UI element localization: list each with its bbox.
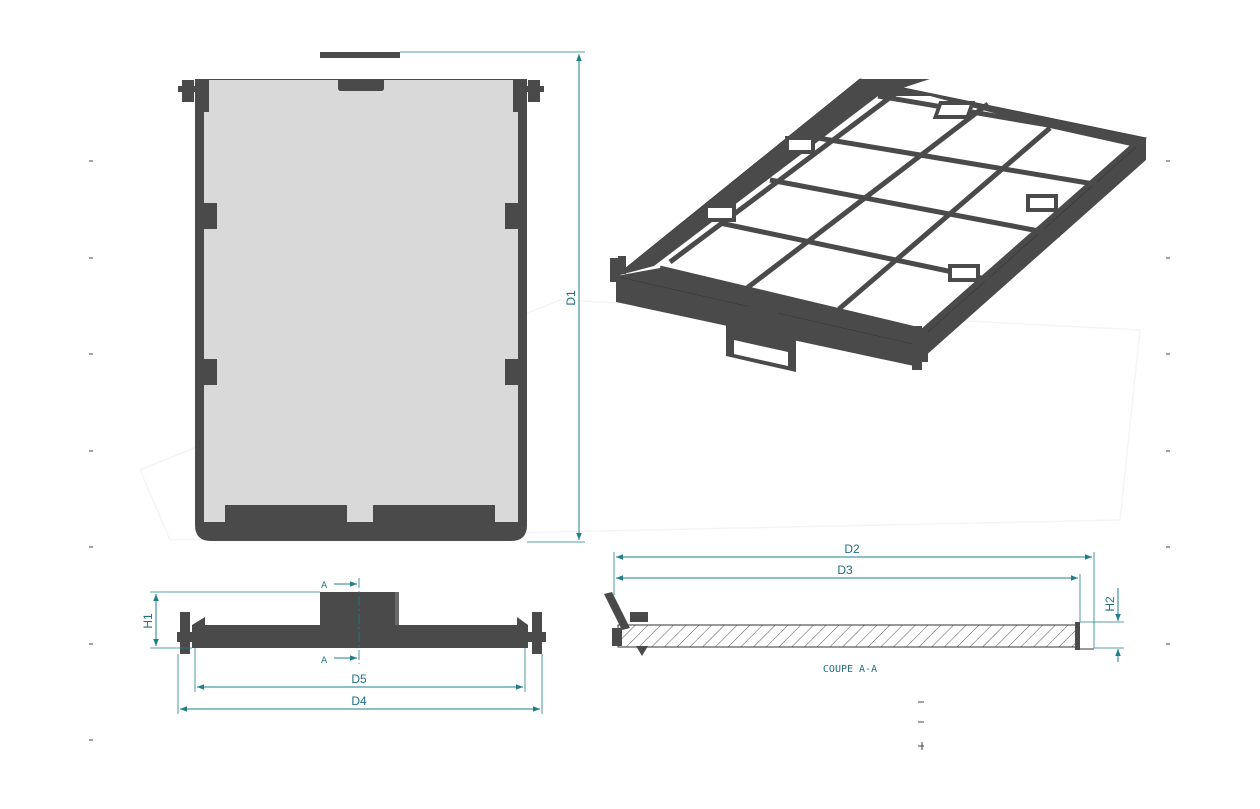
border-ticks	[89, 160, 1170, 741]
small-marks	[918, 701, 924, 750]
dimension-d2: D2	[613, 542, 1095, 648]
top-view-panel	[204, 80, 518, 522]
iso-clip-tabs	[704, 101, 1058, 282]
hinge-clip-right	[513, 79, 544, 112]
d2-label: D2	[844, 542, 860, 556]
iso-handle	[726, 302, 796, 372]
section-view: COUPE A-A	[604, 592, 1094, 675]
iso-hinge-left	[610, 256, 626, 282]
hinge-clip-left	[178, 79, 209, 112]
iso-front-face	[616, 276, 914, 366]
dimension-d5: D5	[194, 648, 526, 692]
d4-label: D4	[351, 694, 367, 708]
iso-grid-bars	[659, 87, 1137, 333]
d3-label: D3	[837, 563, 853, 577]
dimension-h1: H1	[141, 591, 320, 649]
section-hatched-body	[617, 624, 1077, 648]
isometric-view	[610, 78, 1148, 372]
iso-rim-left	[616, 79, 930, 276]
section-cut-line: A A	[321, 578, 360, 666]
dimension-d1: D1	[400, 51, 585, 543]
cut-label-top: A	[321, 581, 328, 591]
iso-right-face	[914, 138, 1146, 366]
section-hinge	[604, 592, 648, 656]
front-hinge-right	[528, 612, 546, 654]
front-view	[177, 592, 546, 654]
dimension-d3: D3	[616, 563, 1081, 622]
section-caption: COUPE A-A	[823, 664, 877, 675]
h2-label: H2	[1103, 596, 1117, 612]
h1-label: H1	[141, 613, 155, 629]
d1-label: D1	[564, 290, 578, 306]
handle-top-edge	[320, 52, 400, 58]
front-hinge-left	[177, 612, 195, 654]
iso-hinge-right	[912, 326, 928, 370]
d5-label: D5	[351, 672, 367, 686]
dimension-d4: D4	[177, 654, 543, 714]
dimension-h2: H2	[1080, 588, 1124, 662]
cut-label-bottom: A	[321, 656, 328, 666]
top-view	[178, 52, 544, 541]
front-view-frame	[192, 625, 528, 648]
iso-rim-right	[914, 138, 1146, 344]
